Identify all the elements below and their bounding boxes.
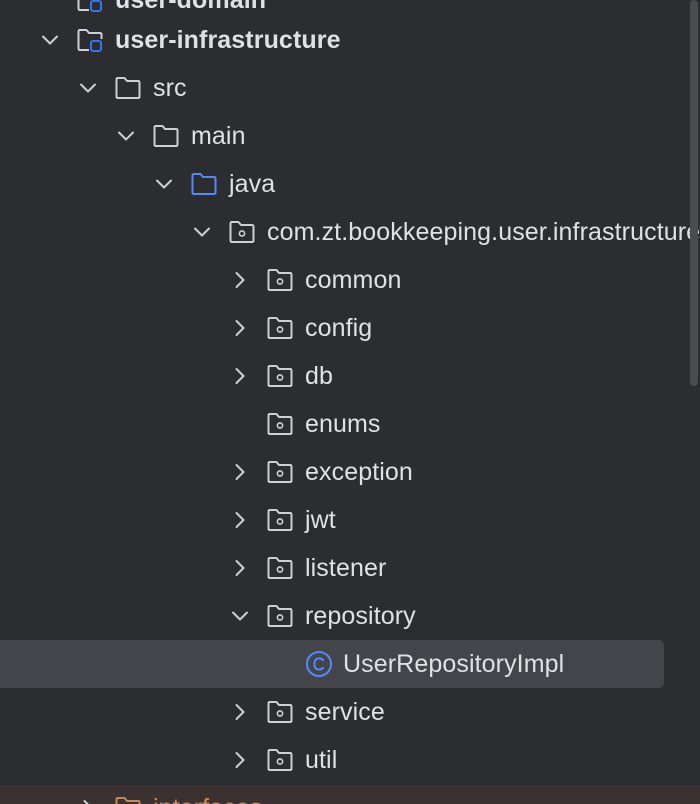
- tree-node-jwt[interactable]: jwt: [0, 496, 700, 544]
- package-icon: [266, 315, 294, 341]
- tree-node-label: main: [191, 122, 246, 150]
- tree-node-label: listener: [305, 554, 387, 582]
- tree-node-common[interactable]: common: [0, 256, 700, 304]
- chevron-right-icon[interactable]: [228, 748, 252, 772]
- chevron-right-icon[interactable]: [228, 556, 252, 580]
- folder-icon: [152, 123, 180, 149]
- chevron-right-icon[interactable]: [228, 508, 252, 532]
- chevron-down-icon[interactable]: [190, 220, 214, 244]
- tree-node-listener[interactable]: listener: [0, 544, 700, 592]
- tree-node-label: java: [229, 170, 276, 198]
- chevron-down-icon[interactable]: [152, 172, 176, 196]
- source-folder-icon: [190, 171, 218, 197]
- chevron-down-icon[interactable]: [38, 28, 62, 52]
- module-folder-icon: [76, 0, 104, 13]
- tree-node-label: src: [153, 74, 187, 102]
- package-icon: [266, 555, 294, 581]
- class-icon: [305, 650, 333, 678]
- tree-node-main[interactable]: main: [0, 112, 700, 160]
- chevron-right-icon[interactable]: [228, 268, 252, 292]
- tree-node-package-root[interactable]: com.zt.bookkeeping.user.infrastructure: [0, 208, 700, 256]
- package-icon: [266, 747, 294, 773]
- tree-node-user-infrastructure[interactable]: user-infrastructure: [0, 16, 700, 64]
- tree-node-service[interactable]: service: [0, 688, 700, 736]
- tree-node-label: UserRepositoryImpl: [343, 650, 565, 678]
- vertical-scrollbar[interactable]: [690, 0, 698, 386]
- chevron-right-icon[interactable]: [228, 700, 252, 724]
- folder-icon: [114, 75, 142, 101]
- module-folder-icon: [114, 795, 142, 804]
- chevron-down-icon[interactable]: [114, 124, 138, 148]
- tree-node-label: jwt: [305, 506, 336, 534]
- package-icon: [266, 507, 294, 533]
- tree-node-exception[interactable]: exception: [0, 448, 700, 496]
- tree-node-label: common: [305, 266, 402, 294]
- tree-node-label: com.zt.bookkeeping.user.infrastructure: [267, 218, 700, 246]
- tree-node-util[interactable]: util: [0, 736, 700, 784]
- chevron-right-icon[interactable]: [228, 460, 252, 484]
- tree-node-label: config: [305, 314, 373, 342]
- package-icon: [266, 699, 294, 725]
- chevron-down-icon[interactable]: [228, 604, 252, 628]
- package-icon: [266, 267, 294, 293]
- tree-node-config[interactable]: config: [0, 304, 700, 352]
- tree-node-label: interfaces: [153, 784, 262, 804]
- chevron-right-icon[interactable]: [228, 316, 252, 340]
- package-icon: [266, 363, 294, 389]
- tree-node-db[interactable]: db: [0, 352, 700, 400]
- tree-node-label: repository: [305, 602, 416, 630]
- tree-node-user-repository-impl[interactable]: UserRepositoryImpl: [0, 640, 700, 688]
- module-folder-icon: [76, 27, 104, 53]
- tree-node-label: util: [305, 746, 338, 774]
- tree-node-label: exception: [305, 458, 413, 486]
- selection-highlight: [0, 640, 664, 688]
- tree-node-java[interactable]: java: [0, 160, 700, 208]
- tree-node-user-domain[interactable]: user-domain: [0, 0, 700, 24]
- package-icon: [228, 219, 256, 245]
- tree-node-label: user-infrastructure: [115, 26, 341, 54]
- tree-node-label: enums: [305, 410, 381, 438]
- tree-node-src[interactable]: src: [0, 64, 700, 112]
- tree-node-label: user-domain: [115, 0, 267, 14]
- tree-node-repository[interactable]: repository: [0, 592, 700, 640]
- excluded-module-band: [0, 785, 700, 804]
- package-icon: [266, 411, 294, 437]
- tree-node-label: db: [305, 362, 334, 390]
- chevron-right-icon[interactable]: [76, 796, 100, 804]
- package-icon: [266, 459, 294, 485]
- tree-node-enums[interactable]: enums: [0, 400, 700, 448]
- tree-node-label: service: [305, 698, 385, 726]
- chevron-right-icon[interactable]: [228, 364, 252, 388]
- package-icon: [266, 603, 294, 629]
- tree-node-interfaces[interactable]: interfaces: [0, 784, 700, 804]
- chevron-down-icon[interactable]: [76, 76, 100, 100]
